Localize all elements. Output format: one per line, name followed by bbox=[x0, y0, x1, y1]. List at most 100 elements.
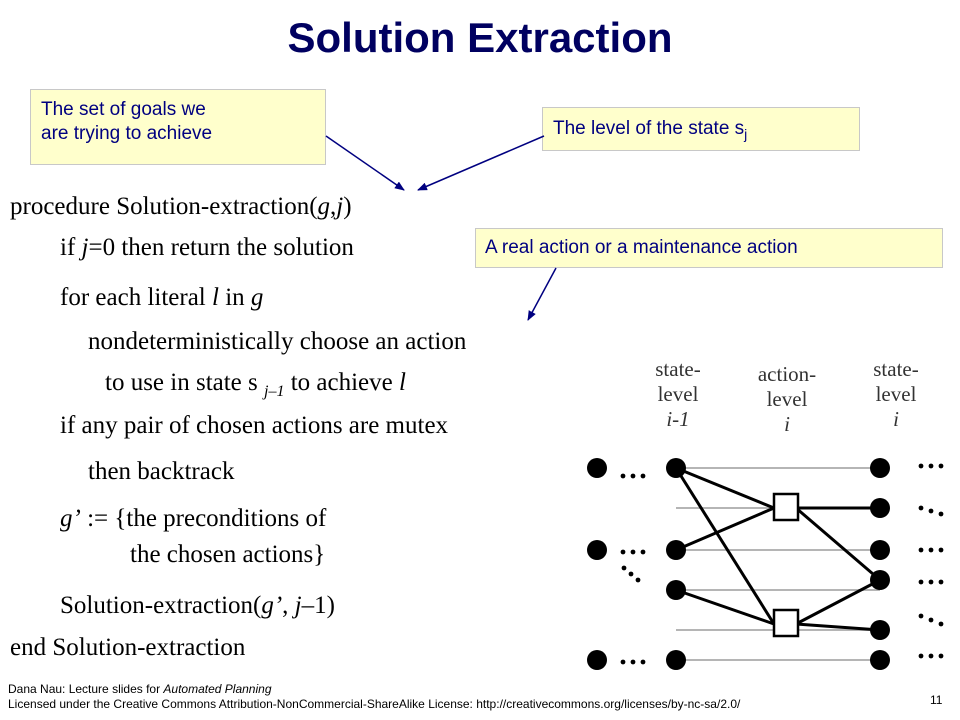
label-line: level bbox=[657, 382, 699, 406]
footer-book-title: Automated Planning bbox=[163, 682, 272, 696]
code-text: , bbox=[330, 193, 337, 220]
callout-goals-line2: are trying to achieve bbox=[41, 123, 213, 144]
code-line-for-each: for each literal l in g bbox=[60, 284, 263, 312]
callout-level-sub: j bbox=[744, 125, 748, 142]
state-level-next-nodes bbox=[870, 458, 890, 670]
ellipsis-dot bbox=[620, 659, 626, 665]
ellipsis-dots-left bbox=[620, 473, 646, 665]
code-line-nondeterministic: nondeterministically choose an action bbox=[88, 328, 467, 355]
action-node-box bbox=[772, 608, 800, 638]
code-line-procedure: procedure Solution-extraction(g,j) bbox=[10, 193, 352, 221]
footer-author: Dana Nau: Lecture slides for bbox=[8, 682, 164, 696]
label-line: i bbox=[784, 412, 790, 436]
callout-action: A real action or a maintenance action bbox=[475, 228, 943, 268]
label-line: i-1 bbox=[666, 407, 690, 431]
ellipsis-dot bbox=[938, 621, 944, 627]
code-text: , bbox=[282, 592, 295, 619]
ellipsis-dots-right bbox=[918, 463, 944, 659]
ellipsis-dot bbox=[928, 508, 934, 514]
code-line-g-prime: g’ := {the preconditions of bbox=[60, 505, 326, 533]
code-text: if bbox=[60, 234, 82, 261]
ellipsis-dot bbox=[928, 579, 934, 585]
ellipsis-dot bbox=[938, 511, 944, 517]
code-var-j: j bbox=[294, 592, 302, 619]
callout-action-text: A real action or a maintenance action bbox=[485, 237, 798, 258]
state-node bbox=[870, 570, 890, 590]
ellipsis-dot bbox=[620, 549, 626, 555]
footer-license: Licensed under the Creative Commons Attr… bbox=[8, 697, 741, 711]
ellipsis-dot bbox=[630, 549, 636, 555]
ellipsis-dot bbox=[918, 653, 924, 659]
page-number: 11 bbox=[930, 693, 943, 707]
label-line: level bbox=[766, 387, 808, 411]
ellipsis-dot bbox=[928, 653, 934, 659]
code-text: procedure Solution-extraction( bbox=[10, 193, 318, 220]
callout-level: The level of the state sj bbox=[542, 107, 860, 151]
label-line: i bbox=[893, 407, 899, 431]
code-text: in bbox=[218, 284, 251, 311]
state-node bbox=[587, 540, 607, 560]
action-edge bbox=[795, 578, 881, 626]
ellipsis-dot bbox=[918, 547, 924, 553]
state-node bbox=[870, 650, 890, 670]
state-node bbox=[870, 620, 890, 640]
ellipsis-dot bbox=[938, 463, 944, 469]
arrow-level bbox=[417, 135, 545, 191]
callout-goals: The set of goals we are trying to achiev… bbox=[30, 89, 326, 165]
ellipsis-dot bbox=[928, 463, 934, 469]
ellipsis-dot bbox=[640, 549, 646, 555]
action-edges bbox=[674, 466, 881, 632]
arrow-goals bbox=[325, 135, 405, 191]
code-line-chosen-actions: the chosen actions} bbox=[130, 541, 326, 568]
code-line-if-j: if j=0 then return the solution bbox=[60, 234, 354, 262]
code-line-end: end Solution-extraction bbox=[10, 634, 246, 661]
action-edge bbox=[674, 467, 776, 625]
ellipsis-dot bbox=[938, 547, 944, 553]
label-action-level: action- level i bbox=[742, 362, 832, 437]
ellipsis-dot bbox=[928, 617, 934, 623]
code-var-l: l bbox=[212, 284, 219, 311]
ellipsis-dot bbox=[620, 473, 626, 479]
ellipsis-dot bbox=[938, 653, 944, 659]
callout-goals-line1: The set of goals we bbox=[41, 99, 206, 120]
code-var-g: g bbox=[317, 193, 331, 220]
ellipsis-dot bbox=[640, 659, 646, 665]
code-text: to achieve bbox=[284, 369, 399, 396]
state-node bbox=[870, 540, 890, 560]
code-text: ) bbox=[343, 193, 352, 220]
ellipsis-dot bbox=[635, 577, 641, 583]
state-level-prev-nodes bbox=[666, 458, 686, 670]
ellipsis-dot bbox=[918, 579, 924, 585]
state-node bbox=[666, 540, 686, 560]
label-state-level-left: state- level i-1 bbox=[640, 357, 716, 432]
label-line: action- bbox=[757, 362, 817, 386]
ellipsis-dot bbox=[628, 571, 634, 577]
code-line-recursive-call: Solution-extraction(g’, j–1) bbox=[60, 592, 335, 620]
code-text: –1) bbox=[301, 592, 335, 619]
code-line-backtrack: then backtrack bbox=[88, 458, 235, 485]
previous-state-nodes bbox=[587, 458, 607, 670]
label-state-level-right: state- level i bbox=[858, 357, 934, 432]
ellipsis-dot bbox=[938, 579, 944, 585]
code-var-g-prime: g’ bbox=[60, 505, 81, 532]
label-line: state- bbox=[655, 357, 701, 381]
ellipsis-dot bbox=[630, 473, 636, 479]
code-text: =0 then return the solution bbox=[88, 234, 354, 261]
state-node bbox=[587, 458, 607, 478]
footer-line1: Dana Nau: Lecture slides for Automated P… bbox=[8, 682, 740, 697]
code-line-mutex: if any pair of chosen actions are mutex bbox=[60, 412, 449, 439]
action-edge bbox=[795, 506, 881, 582]
label-line: state- bbox=[873, 357, 919, 381]
code-subscript: j–1 bbox=[264, 383, 285, 400]
action-edge bbox=[795, 622, 881, 632]
state-node bbox=[666, 458, 686, 478]
ellipsis-dot bbox=[918, 505, 924, 511]
code-var-l: l bbox=[399, 369, 406, 396]
ellipsis-dot bbox=[918, 613, 924, 619]
action-edge bbox=[675, 588, 775, 626]
code-text: := {the preconditions of bbox=[80, 505, 327, 532]
state-node bbox=[666, 580, 686, 600]
ellipsis-dot bbox=[918, 463, 924, 469]
state-node bbox=[870, 458, 890, 478]
